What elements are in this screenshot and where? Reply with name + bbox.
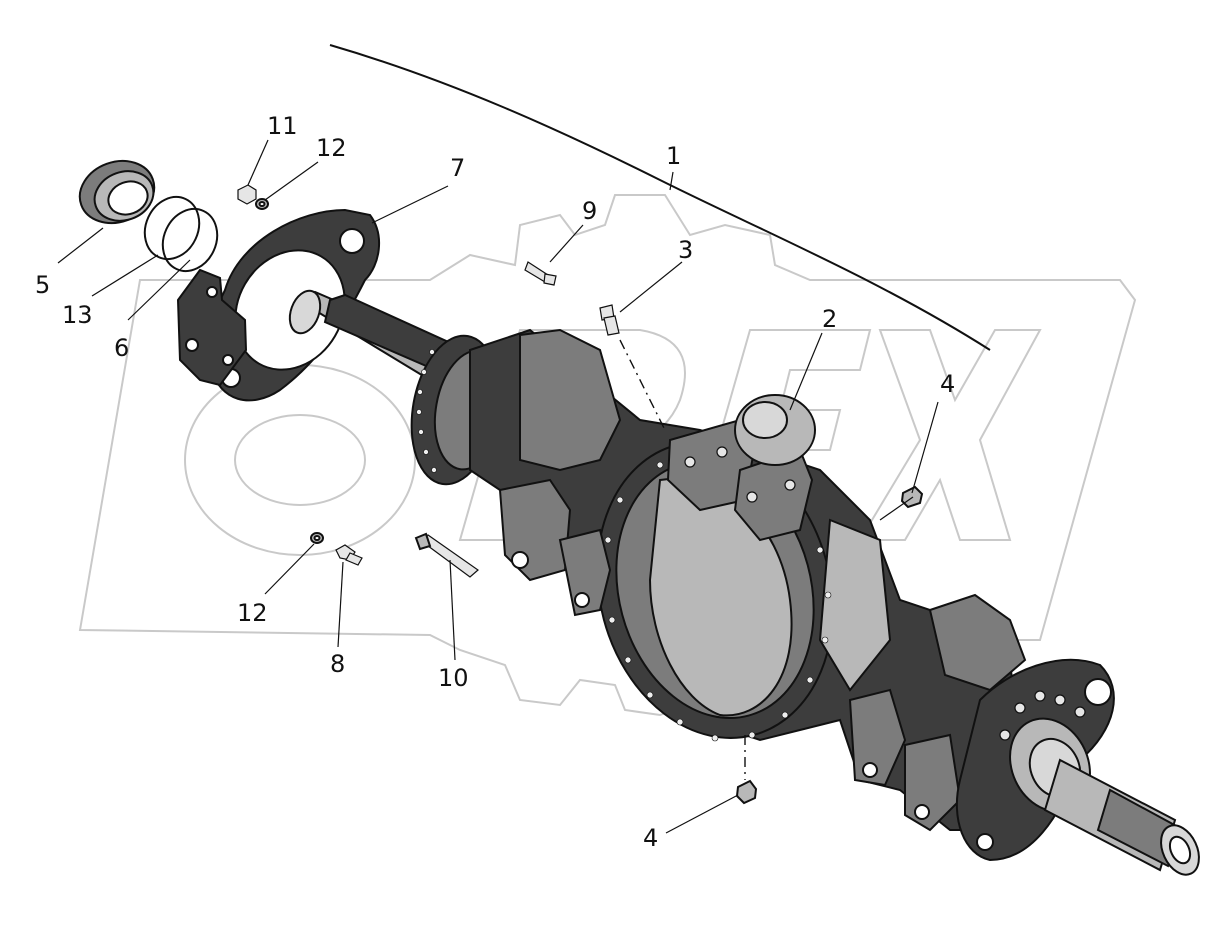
callout-12-bottom: 12 bbox=[237, 599, 268, 627]
callout-10: 10 bbox=[438, 664, 469, 692]
callout-2: 2 bbox=[822, 305, 837, 333]
callout-3: 3 bbox=[678, 236, 693, 264]
part-3-fitting bbox=[599, 304, 620, 336]
callout-8: 8 bbox=[330, 650, 345, 678]
part-5-bearing-ring bbox=[78, 159, 156, 225]
right-shaft bbox=[1043, 758, 1200, 876]
watermark-letter-o bbox=[184, 364, 416, 556]
callout-4-bottom: 4 bbox=[643, 824, 658, 852]
leader-lines bbox=[57, 139, 939, 834]
callout-6: 6 bbox=[114, 334, 129, 362]
callout-5: 5 bbox=[35, 271, 50, 299]
part-2-breather bbox=[734, 394, 816, 466]
spring-pads bbox=[666, 418, 814, 542]
callout-7: 7 bbox=[450, 154, 465, 182]
part-10-long-bolt bbox=[414, 532, 479, 578]
part-1-cover-line bbox=[329, 44, 991, 351]
housing-brackets-left bbox=[498, 478, 612, 617]
left-hub-holes bbox=[416, 349, 437, 473]
part-11-nut bbox=[237, 184, 257, 205]
part-6-o-ring bbox=[161, 207, 219, 273]
watermark-letter-o-inner bbox=[234, 414, 366, 506]
watermark-letter-x bbox=[858, 329, 1042, 541]
left-axle-shaft bbox=[288, 289, 457, 382]
part-4-plug-bottom bbox=[735, 779, 758, 805]
part-13-o-ring bbox=[143, 195, 201, 261]
callout-9: 9 bbox=[582, 197, 597, 225]
watermark-gear-outline bbox=[78, 194, 1137, 717]
callout-12-top: 12 bbox=[316, 134, 347, 162]
callout-13: 13 bbox=[62, 301, 93, 329]
callout-11: 11 bbox=[267, 112, 298, 140]
left-bracket bbox=[176, 268, 248, 387]
part-12-washer-top bbox=[255, 198, 269, 210]
part-9-bolt bbox=[524, 261, 557, 286]
part-8-bolt bbox=[335, 544, 363, 566]
callout-1: 1 bbox=[666, 142, 681, 170]
part-12-washer-bottom bbox=[310, 532, 324, 544]
callout-4-right: 4 bbox=[940, 370, 955, 398]
part-3-axis-line bbox=[619, 339, 666, 431]
callout-labels: 1 2 3 4 4 5 6 7 8 9 10 11 12 12 13 bbox=[35, 112, 955, 852]
housing-brackets-right bbox=[848, 688, 962, 832]
